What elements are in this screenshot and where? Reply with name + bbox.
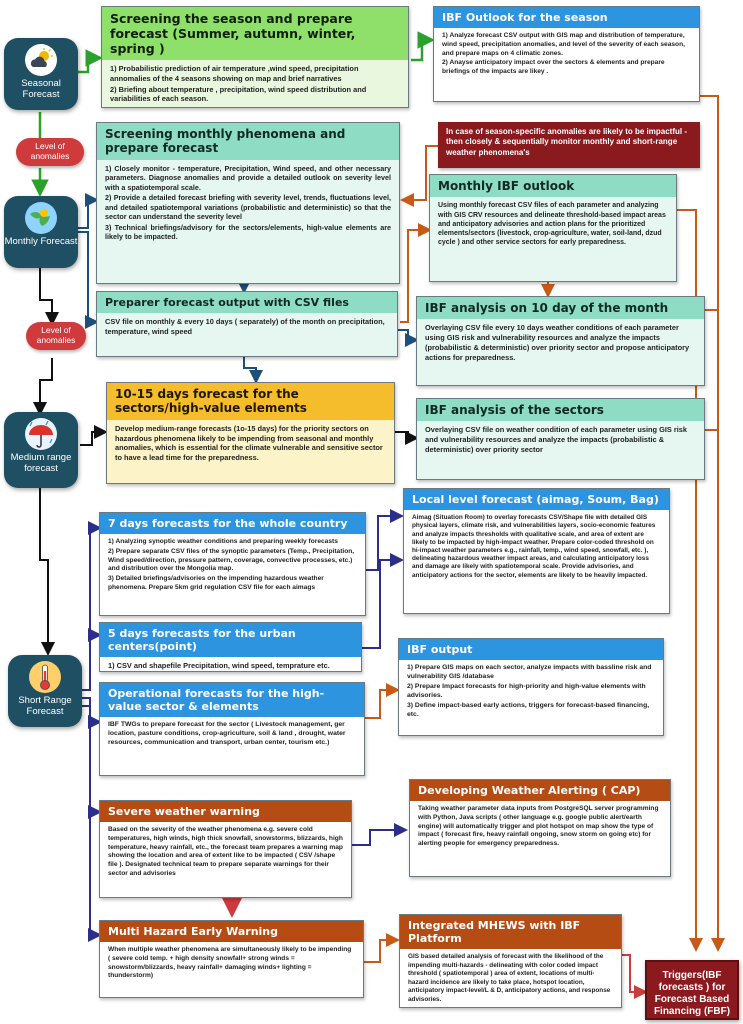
pill-anomalies-2-label: Level of anomalies: [36, 325, 76, 345]
screening-season-item: 2) Briefing about temperature , precipit…: [110, 84, 367, 104]
ibf-output-body: 1) Prepare GIS maps on each sector, anal…: [399, 660, 663, 725]
ibf-sectors-box: IBF analysis of the sectors Overlaying C…: [416, 398, 705, 480]
forecast-10-15-box: 10-15 days forecast for the sectors/high…: [106, 382, 395, 484]
pill-anomalies-1: Level of anomalies: [16, 138, 84, 166]
severe-box: Severe weather warning Based on the seve…: [99, 800, 352, 898]
thermometer-icon: [29, 661, 61, 693]
ibf-output-box: IBF output 1) Prepare GIS maps on each s…: [398, 638, 664, 736]
cap-text: Taking weather parameter data inputs fro…: [418, 805, 659, 847]
operational-box: Operational forecasts for the high-value…: [99, 682, 365, 776]
mhews-text: GIS based detailed analysis of forecast …: [408, 953, 611, 1003]
season-specific-text: In case of season-specific anomalies are…: [446, 127, 687, 157]
ibf-output-item: 2) Prepare Impact forecasts for high-pri…: [407, 683, 646, 700]
multi-hazard-box: Multi Hazard Early Warning When multiple…: [99, 920, 364, 998]
node-seasonal[interactable]: Seasonal Forecast: [4, 38, 78, 110]
ibf-outlook-season-title: IBF Outlook for the season: [434, 7, 699, 29]
ibf-10day-title: IBF analysis on 10 day of the month: [417, 297, 704, 320]
pill-anomalies-1-label: Level of anomalies: [30, 141, 70, 161]
triggers-fbf-text: Triggers(IBF forecasts ) for Forecast Ba…: [653, 970, 731, 1017]
screening-season-title: Screening the season and prepare forecas…: [102, 7, 408, 60]
ibf-output-item: 1) Prepare GIS maps on each sector, anal…: [407, 664, 652, 681]
preparer-csv-box: Preparer forecast output with CSV files …: [96, 291, 398, 357]
mhews-box: Integrated MHEWS with IBF Platform GIS b…: [399, 914, 622, 1008]
monthly-globe-icon: [25, 202, 57, 234]
seven-days-body: 1) Analyzing synoptic weather conditions…: [100, 534, 365, 597]
screening-monthly-box: Screening monthly phenomena and prepare …: [96, 122, 400, 284]
ibf-outlook-season-body: 1) Analyze forecast CSV output with GIS …: [434, 28, 699, 82]
severe-text: Based on the severity of the weather phe…: [108, 826, 343, 877]
five-days-text: 1) CSV and shapefile Precipitation, wind…: [108, 661, 330, 671]
operational-text: IBF TWGs to prepare forecast for the sec…: [108, 721, 346, 747]
node-seasonal-label: Seasonal Forecast: [21, 78, 61, 100]
seven-days-box: 7 days forecasts for the whole country 1…: [99, 512, 366, 616]
node-medium-label: Medium range forecast: [10, 452, 72, 474]
screening-season-body: 1) Probabilistic prediction of air tempe…: [102, 60, 408, 107]
monthly-ibf-outlook-box: Monthly IBF outlook Using monthly foreca…: [429, 174, 677, 282]
node-monthly-label: Monthly Forecast: [4, 236, 78, 247]
multi-hazard-title: Multi Hazard Early Warning: [100, 921, 363, 943]
seven-days-item: 1) Analyzing synoptic weather conditions…: [108, 538, 338, 546]
mhews-title: Integrated MHEWS with IBF Platform: [400, 915, 621, 950]
local-level-box: Local level forecast (aimag, Soum, Bag) …: [403, 488, 670, 614]
screening-season-box: Screening the season and prepare forecas…: [101, 6, 409, 108]
severe-title: Severe weather warning: [100, 801, 351, 823]
ibf-output-item: 3) Define impact-based early actions, tr…: [407, 702, 650, 719]
seven-days-item: 2) Prepare separate CSV files of the syn…: [108, 547, 355, 573]
node-short-label: Short Range Forecast: [18, 695, 72, 717]
cap-title: Developing Weather Alerting ( CAP): [410, 780, 670, 802]
seven-days-title: 7 days forecasts for the whole country: [100, 513, 365, 535]
five-days-box: 5 days forecasts for the urban centers(p…: [99, 622, 362, 672]
season-specific-note: In case of season-specific anomalies are…: [438, 122, 700, 168]
screening-monthly-item: 1) Closely monitor - temperature, Precip…: [105, 163, 391, 192]
multi-hazard-text: When multiple weather phenomena are simu…: [108, 946, 352, 980]
forecast-10-15-text: Develop medium-range forecasts (1o-15 da…: [115, 423, 383, 463]
ibf-sectors-title: IBF analysis of the sectors: [417, 399, 704, 422]
triggers-fbf-box: Triggers(IBF forecasts ) for Forecast Ba…: [645, 960, 739, 1020]
local-level-text: Aimag (Situation Room) to overlay foreca…: [412, 514, 656, 579]
ibf-sectors-text: Overlaying CSV file on weather condition…: [425, 425, 688, 454]
cloud-sun-icon: [25, 44, 57, 76]
ibf-outlook-season-box: IBF Outlook for the season 1) Analyze fo…: [433, 6, 700, 102]
screening-monthly-item: 3) Technical briefings/advisory for the …: [105, 222, 391, 242]
ibf-outlook-season-item: 2) Anayse anticipatory impact over the s…: [442, 59, 665, 75]
preparer-csv-text: CSV file on monthly & every 10 days ( se…: [105, 317, 385, 336]
ibf-10day-box: IBF analysis on 10 day of the month Over…: [416, 296, 705, 386]
screening-monthly-title: Screening monthly phenomena and prepare …: [97, 123, 399, 160]
node-medium[interactable]: Medium range forecast: [4, 412, 78, 488]
local-level-title: Local level forecast (aimag, Soum, Bag): [404, 489, 669, 511]
operational-title: Operational forecasts for the high-value…: [100, 683, 364, 718]
node-short[interactable]: Short Range Forecast: [8, 655, 82, 727]
ibf-10day-text: Overlaying CSV file every 10 days weathe…: [425, 323, 690, 362]
five-days-title: 5 days forecasts for the urban centers(p…: [100, 623, 361, 658]
ibf-outlook-season-item: 1) Analyze forecast CSV output with GIS …: [442, 32, 685, 57]
screening-monthly-body: 1) Closely monitor - temperature, Precip…: [97, 160, 399, 247]
cap-box: Developing Weather Alerting ( CAP) Takin…: [409, 779, 671, 877]
ibf-output-title: IBF output: [399, 639, 663, 661]
seven-days-item: 3) Detailed briefings/advisories on the …: [108, 575, 324, 591]
monthly-ibf-outlook-title: Monthly IBF outlook: [430, 175, 676, 198]
pill-anomalies-2: Level of anomalies: [26, 322, 86, 350]
umbrella-icon: [25, 418, 57, 450]
monthly-ibf-outlook-text: Using monthly forecast CSV files of each…: [438, 202, 666, 247]
preparer-csv-title: Preparer forecast output with CSV files: [97, 292, 397, 314]
node-monthly[interactable]: Monthly Forecast: [4, 196, 78, 268]
forecast-10-15-title: 10-15 days forecast for the sectors/high…: [107, 383, 394, 420]
screening-monthly-item: 2) Provide a detailed forecast briefing …: [105, 193, 391, 222]
screening-season-item: 1) Probabilistic prediction of air tempe…: [110, 64, 359, 83]
